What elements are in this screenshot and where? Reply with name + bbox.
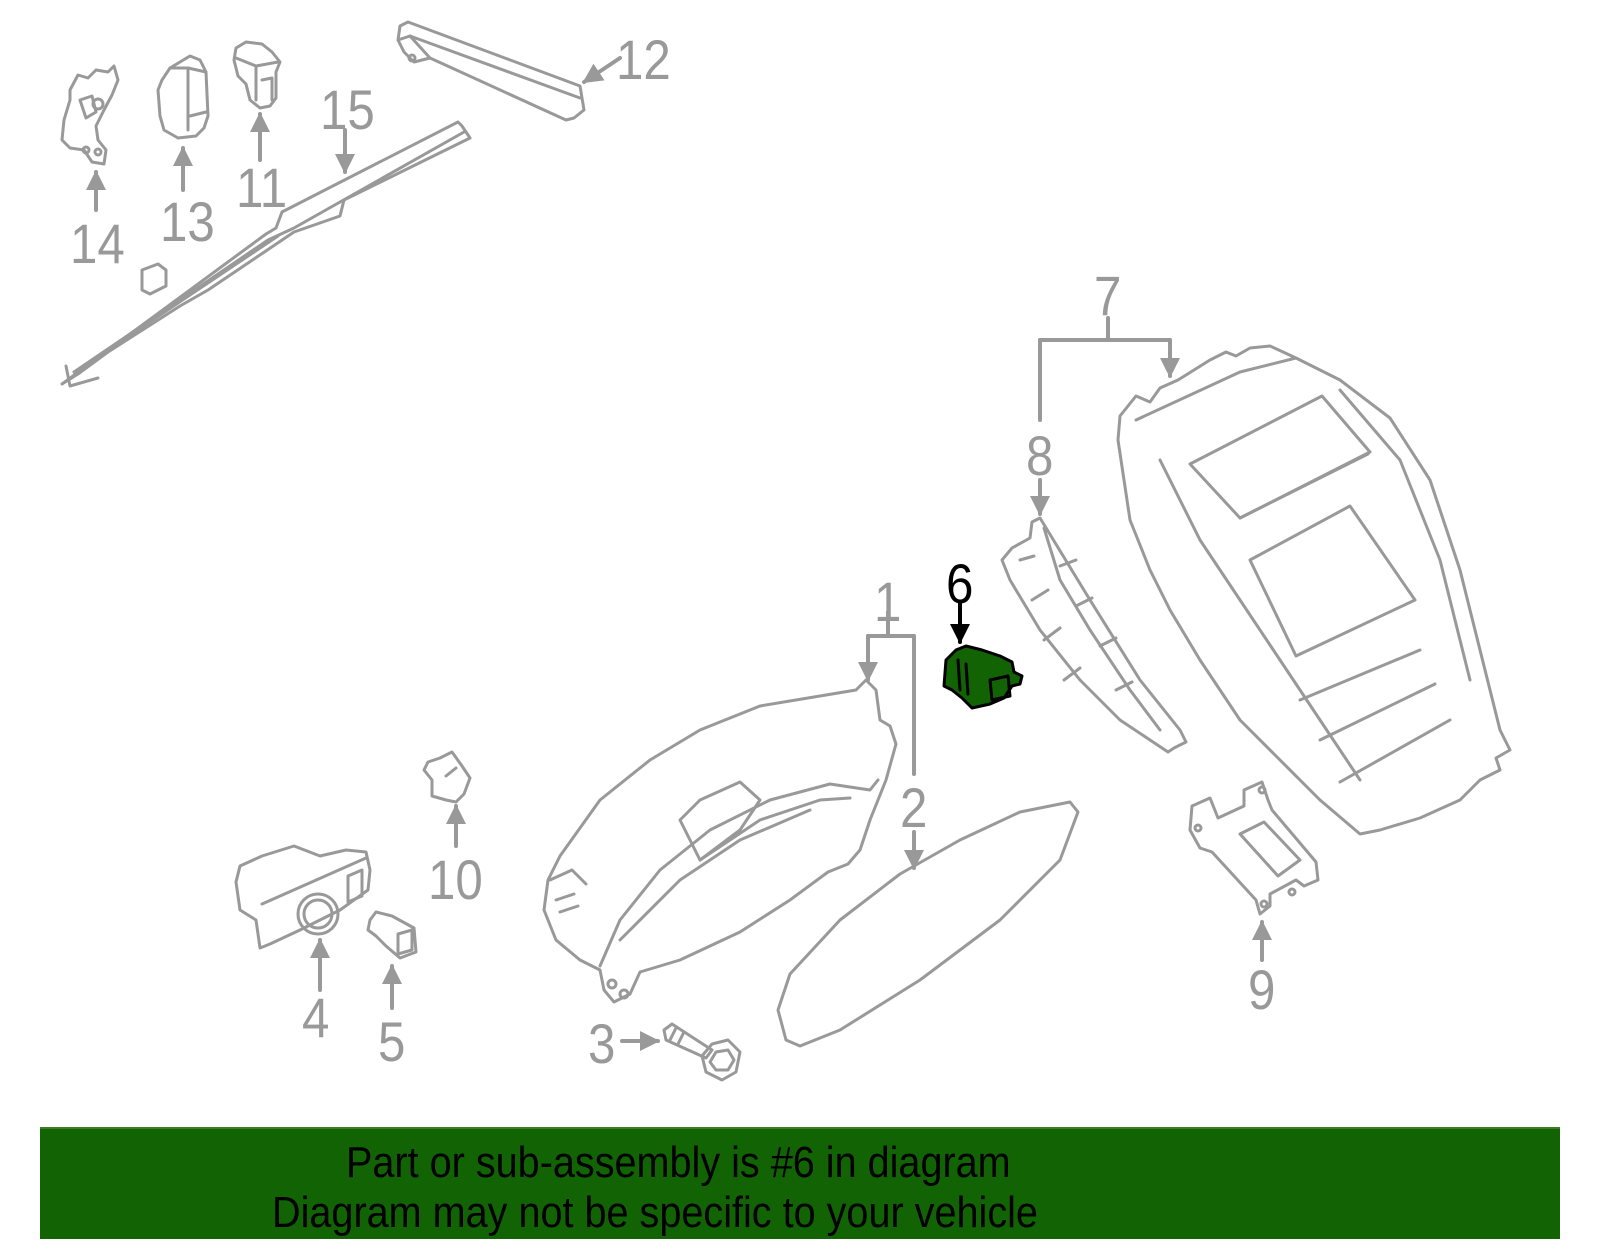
callout-9: 9: [1248, 958, 1276, 1021]
callout-5: 5: [378, 1010, 406, 1073]
info-banner: Part or sub-assembly is #6 in diagram Di…: [40, 1127, 1560, 1239]
banner-text-disclaimer: Diagram may not be specific to your vehi…: [272, 1188, 1038, 1237]
part-10-clip: [422, 750, 472, 804]
banner-line-2: Diagram may not be specific to your vehi…: [272, 1191, 1123, 1235]
part-8-side-trim: [1000, 516, 1188, 754]
callout-8: 8: [1026, 424, 1054, 487]
part-13-module: [156, 54, 210, 140]
part-6-highlighted-part: [942, 644, 1024, 710]
callout-7: 7: [1094, 264, 1122, 327]
callout-13: 13: [160, 190, 215, 253]
callout-10: 10: [428, 848, 483, 911]
leader-12: [582, 56, 622, 84]
banner-text-part: Part or sub-assembly is #6 in diagram: [346, 1138, 1011, 1187]
part-7-center-panel: [1116, 344, 1512, 836]
leader-1: [858, 610, 916, 776]
part-15-duct: [60, 120, 472, 388]
part-14-bracket: [60, 64, 120, 166]
part-11-switch: [232, 40, 282, 110]
part-3-bolt: [662, 1022, 742, 1082]
callout-1: 1: [874, 570, 902, 633]
parts-diagram: 12 15 11 13 14 7 8 6 1 2 10 9 4 5 3: [60, 20, 1512, 1082]
banner-line-1: Part or sub-assembly is #6 in diagram: [346, 1141, 1085, 1185]
callout-6: 6: [946, 552, 974, 615]
callout-4: 4: [302, 986, 330, 1049]
part-5-small-switch: [366, 910, 418, 960]
callout-3: 3: [588, 1012, 616, 1075]
part-9-bracket: [1188, 780, 1320, 916]
part-2-lens: [776, 800, 1080, 1048]
callout-14: 14: [70, 212, 125, 275]
callout-2: 2: [900, 776, 928, 839]
part-4-headlamp-switch: [234, 844, 372, 950]
part-1-instrument-cluster: [542, 678, 898, 1004]
callout-12: 12: [616, 28, 671, 91]
callout-11: 11: [236, 156, 288, 219]
part-12-trim-strip: [396, 20, 586, 122]
callout-15: 15: [320, 78, 375, 141]
leader-7-8: [1030, 316, 1180, 516]
